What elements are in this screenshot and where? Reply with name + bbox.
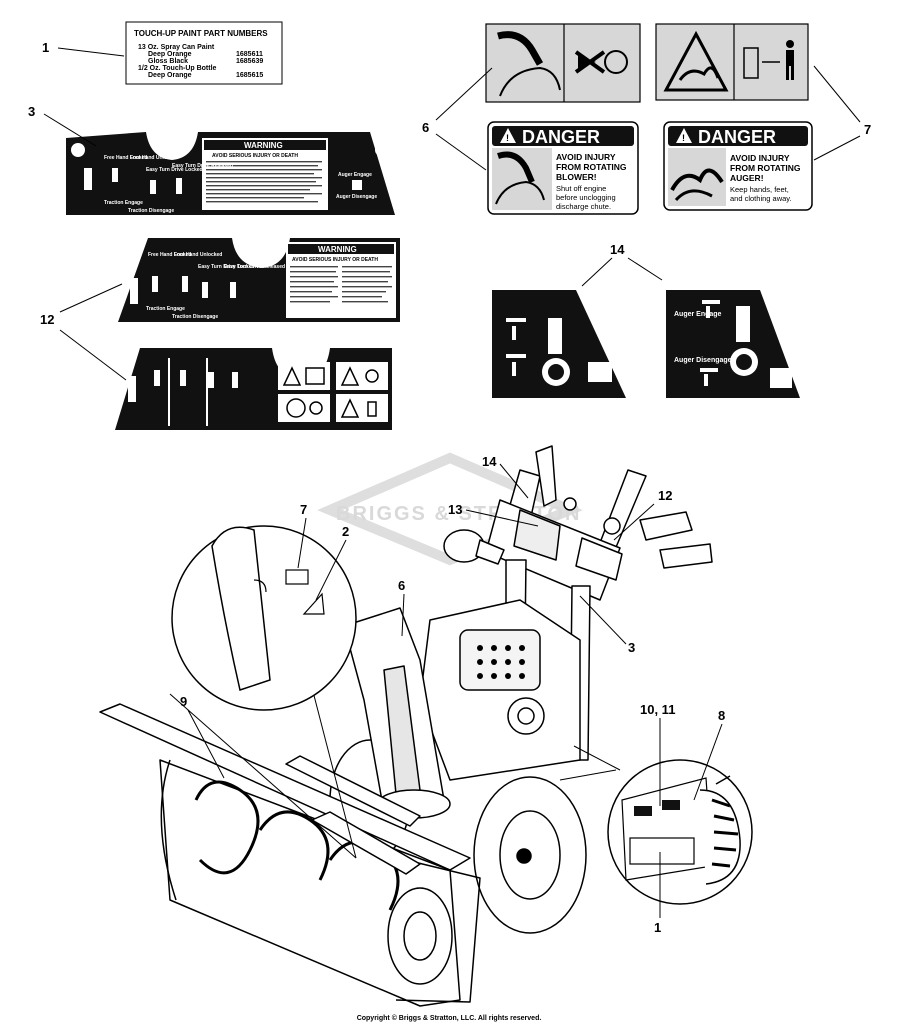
callout-14-top: 14 — [610, 242, 625, 257]
leader-line — [401, 593, 405, 637]
leader-line — [813, 65, 861, 123]
callout-10-11: 10, 11 — [640, 702, 675, 717]
decal12a-traction-disengage: Traction Disengage — [172, 314, 218, 320]
decal7-text: AVOID INJURY — [730, 153, 790, 163]
svg-text:!: ! — [682, 133, 685, 143]
leader-line — [693, 723, 723, 801]
leader-line — [59, 283, 123, 313]
decal-7-danger: ! DANGER AVOID INJURY FROM ROTATING AUGE… — [663, 121, 813, 211]
decal3-auger-disengage: Auger Disengage — [336, 194, 377, 200]
paint-row-part: 1685611 — [236, 51, 263, 58]
leader-line — [57, 47, 125, 57]
leader-line — [465, 509, 539, 527]
leader-line — [315, 539, 347, 601]
detail-circle-right — [559, 745, 753, 905]
paint-label-title: TOUCH-UP PAINT PART NUMBERS — [134, 29, 268, 38]
decal6-text: before unclogging — [556, 193, 616, 202]
decal6-text: BLOWER! — [556, 172, 597, 182]
decal3-col-label: Easy Turn Drive Released — [172, 163, 233, 169]
decal12a-traction-engage: Traction Engage — [146, 306, 185, 312]
decal6-text: AVOID INJURY — [556, 152, 616, 162]
paint-row-part: 1685615 — [236, 72, 263, 79]
decal-6-pictogram — [485, 23, 641, 103]
decal3-traction-disengage: Traction Disengage — [128, 208, 174, 214]
decal-6-danger: ! DANGER AVOID INJURY FROM ROTATING BLOW… — [487, 121, 639, 215]
callout-6: 6 — [422, 120, 429, 135]
svg-text:!: ! — [506, 133, 509, 143]
paint-label: TOUCH-UP PAINT PART NUMBERS 13 Oz. Spray… — [125, 21, 283, 85]
decal6-danger-header: DANGER — [522, 127, 600, 147]
callout-9: 9 — [180, 694, 187, 709]
leader-line — [435, 67, 493, 121]
decal3-warning-header: WARNING — [244, 141, 283, 150]
decal-12a: WARNING AVOID SERIOUS INJURY OR DEATH Fr… — [118, 238, 400, 322]
leader-line — [499, 463, 529, 499]
decal3-traction-engage: Traction Engage — [104, 200, 143, 206]
decal7-text: AUGER! — [730, 173, 764, 183]
callout-2: 2 — [342, 524, 349, 539]
leader-line — [613, 503, 655, 541]
callout-3-machine: 3 — [628, 640, 635, 655]
leader-line — [579, 595, 627, 645]
leader-line — [187, 709, 225, 779]
decal3-warning-sub: AVOID SERIOUS INJURY OR DEATH — [212, 153, 298, 159]
decal7-text: and clothing away. — [730, 194, 792, 203]
callout-7-top: 7 — [864, 122, 871, 137]
detail-circle-left — [169, 525, 357, 859]
decal3-col-label: Free Hand Unlocked — [130, 155, 178, 161]
leader-line — [435, 133, 487, 171]
leader-line — [627, 257, 663, 281]
decal-14-left — [492, 290, 626, 398]
callout-1-detail: 1 — [654, 920, 661, 935]
decal12a-warning-sub: AVOID SERIOUS INJURY OR DEATH — [292, 257, 378, 263]
decal7-text: FROM ROTATING — [730, 163, 801, 173]
leader-line — [43, 113, 97, 147]
callout-3: 3 — [28, 104, 35, 119]
decal-12b — [115, 348, 392, 430]
paint-row-name: 13 Oz. Spray Can Paint — [138, 44, 215, 51]
leader-line — [813, 135, 861, 161]
decal12a-col-label: Easy Turn Drive Released — [224, 264, 285, 270]
callout-13: 13 — [448, 502, 462, 517]
decal7-danger-header: DANGER — [698, 127, 776, 147]
paint-row-part: 1685639 — [236, 58, 263, 65]
decal3-col-label: Free Hand Locked — [104, 155, 147, 161]
callout-6-machine: 6 — [398, 578, 405, 593]
decal6-text: discharge chute. — [556, 202, 611, 211]
decal-14-right: Auger Engage Auger Disengage — [666, 290, 800, 398]
leader-line — [581, 257, 613, 287]
decal6-text: Shut off engine — [556, 184, 606, 193]
leader-line — [59, 329, 127, 381]
decal14-auger-engage: Auger Engage — [674, 311, 722, 318]
decal12a-col-label: Easy Turn Drive Locked — [198, 264, 255, 270]
leader-line — [297, 517, 307, 569]
decal3-col-label: Easy Turn Drive Locked — [146, 167, 203, 173]
paint-row-name: Deep Orange — [148, 51, 192, 58]
callout-8: 8 — [718, 708, 725, 723]
callout-7-detail: 7 — [300, 502, 307, 517]
callout-12-machine: 12 — [658, 488, 672, 503]
copyright-text: Copyright © Briggs & Stratton, LLC. All … — [357, 1014, 542, 1022]
snowblower-illustration — [99, 445, 713, 1007]
decal6-text: FROM ROTATING — [556, 162, 627, 172]
decal-7-pictogram — [655, 23, 809, 101]
decal12a-col-label: Free Hand Locked — [148, 252, 191, 258]
decal3-auger-engage: Auger Engage — [338, 172, 372, 178]
callout-14-machine: 14 — [482, 454, 497, 469]
paint-row-name: 1/2 Oz. Touch-Up Bottle — [138, 65, 217, 72]
paint-row-name: Gloss Black — [148, 58, 188, 65]
paint-row-name: Deep Orange — [148, 72, 192, 79]
decal7-text: Keep hands, feet, — [730, 185, 789, 194]
decal14-auger-disengage: Auger Disengage — [674, 357, 732, 364]
callout-12: 12 — [40, 312, 54, 327]
decal12a-warning-header: WARNING — [318, 245, 357, 254]
callout-1-top: 1 — [42, 40, 49, 55]
decal12a-col-label: Free Hand Unlocked — [174, 252, 222, 258]
decal-3: WARNING AVOID SERIOUS INJURY OR DEATH Fr… — [66, 132, 395, 215]
